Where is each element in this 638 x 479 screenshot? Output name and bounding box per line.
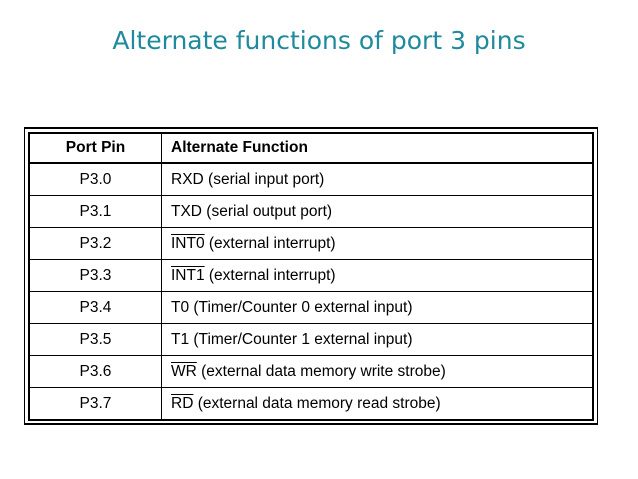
alternate-function-cell: TXD (serial output port) [161,195,593,228]
port-pin-cell: P3.2 [29,227,162,260]
function-description: (external data memory write strobe) [196,362,446,380]
table-row: P3.5 T1 (Timer/Counter 1 external input) [29,323,593,356]
function-description: TXD (serial output port) [171,202,333,220]
table-row: P3.7 RD (external data memory read strob… [29,387,593,420]
function-description: RXD (serial input port) [171,170,325,188]
table-row: P3.4 T0 (Timer/Counter 0 external input) [29,291,593,324]
alternate-function-cell: T0 (Timer/Counter 0 external input) [161,291,593,324]
signal-name: INT1 [171,266,205,284]
port-pin-cell: P3.1 [29,195,162,228]
header-alternate-function: Alternate Function [161,133,593,164]
port-pin-cell: P3.3 [29,259,162,292]
function-description: (external data memory read strobe) [193,394,441,412]
port-pin-cell: P3.5 [29,323,162,356]
alternate-function-cell: INT1 (external interrupt) [161,259,593,292]
port3-table-frame: Port Pin Alternate Function P3.0 RXD (se… [24,127,598,425]
port-pin-cell: P3.6 [29,355,162,388]
signal-name: RD [171,394,194,412]
alternate-function-cell: RD (external data memory read strobe) [161,387,593,420]
table-row: P3.2 INT0 (external interrupt) [29,227,593,260]
port3-table-inner: Port Pin Alternate Function P3.0 RXD (se… [28,132,594,421]
signal-name: INT0 [171,234,205,252]
port3-alternate-functions-table: Port Pin Alternate Function P3.0 RXD (se… [29,133,593,420]
slide-title: Alternate functions of port 3 pins [112,26,526,55]
header-port-pin: Port Pin [29,133,162,164]
alternate-function-cell: INT0 (external interrupt) [161,227,593,260]
port-pin-cell: P3.4 [29,291,162,324]
alternate-function-cell: T1 (Timer/Counter 1 external input) [161,323,593,356]
table-row: P3.0 RXD (serial input port) [29,162,593,196]
table-row: P3.1 TXD (serial output port) [29,195,593,228]
table-row: P3.3 INT1 (external interrupt) [29,259,593,292]
function-description: (external interrupt) [204,234,336,252]
table-header-row: Port Pin Alternate Function [29,133,593,164]
port-pin-cell: P3.7 [29,387,162,420]
port-pin-cell: P3.0 [29,162,162,196]
alternate-function-cell: WR (external data memory write strobe) [161,355,593,388]
function-description: T1 (Timer/Counter 1 external input) [171,330,413,348]
function-description: (external interrupt) [204,266,336,284]
function-description: T0 (Timer/Counter 0 external input) [171,298,413,316]
alternate-function-cell: RXD (serial input port) [161,162,593,196]
signal-name: WR [171,362,197,380]
table-row: P3.6 WR (external data memory write stro… [29,355,593,388]
